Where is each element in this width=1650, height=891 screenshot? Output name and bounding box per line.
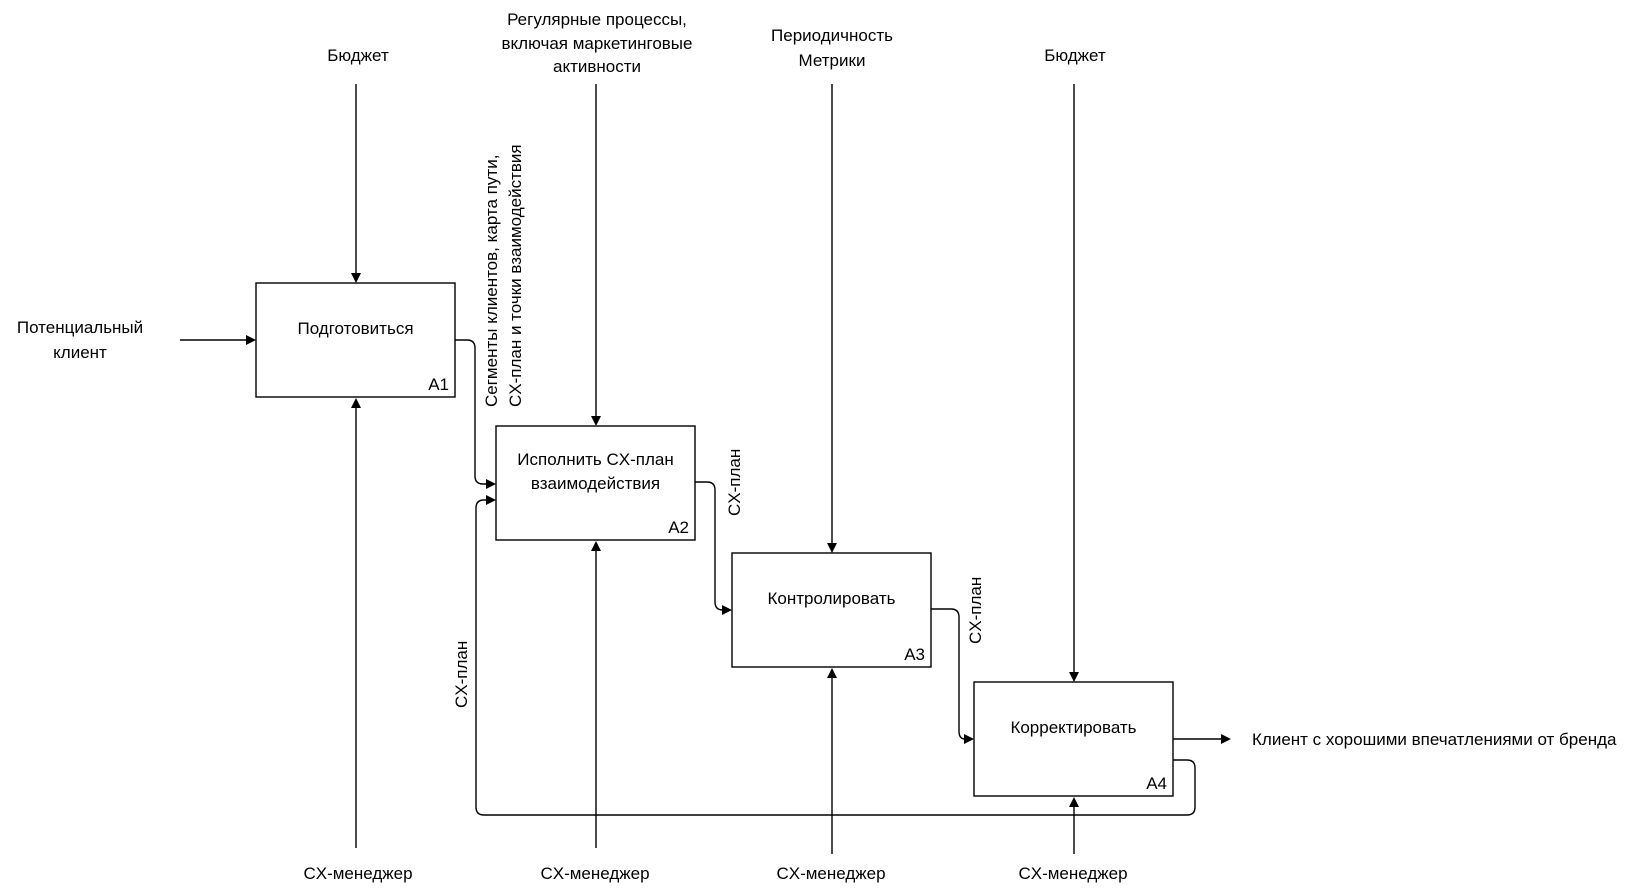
control-label-a1: Бюджет (327, 46, 389, 65)
block-a3-title: Контролировать (768, 589, 896, 608)
flow-label-a2-a3: CX-план (725, 449, 744, 516)
block-a1-number: A1 (428, 375, 449, 394)
output-arrow (1173, 734, 1231, 744)
block-a2-frame (495, 425, 696, 541)
output-label: Клиент с хорошими впечатлениями от бренд… (1252, 730, 1617, 749)
input-label-line-2: клиент (53, 343, 107, 362)
control-arrow-a4 (1069, 84, 1079, 682)
control-label-a3-line-1: Периодичность (771, 26, 893, 45)
block-a1-title: Подготовиться (297, 319, 413, 338)
input-arrow (180, 335, 256, 345)
block-a4-frame (973, 681, 1174, 797)
control-label-a2-line-1: Регулярные процессы, (507, 10, 687, 29)
control-label-a3-line-2: Метрики (799, 51, 866, 70)
mechanism-arrow-a4 (1069, 797, 1079, 854)
block-a4-title: Корректировать (1010, 718, 1136, 737)
control-arrow-a3 (827, 84, 837, 553)
feedback-arrow-a4-to-a2 (475, 495, 1196, 816)
flow-label-feedback: CX-план (452, 641, 471, 708)
block-a4[interactable]: Корректировать A4 (973, 681, 1174, 797)
control-arrow-a1 (351, 84, 361, 283)
mechanism-arrow-a1 (351, 398, 361, 848)
block-a2-number: A2 (668, 518, 689, 537)
mechanism-arrow-a3 (827, 668, 837, 854)
control-label-a4: Бюджет (1044, 46, 1106, 65)
control-label-a2-line-3: активности (553, 57, 641, 76)
flow-arrow-a2-to-a3 (695, 481, 732, 615)
block-a2-title-line-2: взаимодействия (531, 474, 660, 493)
block-a3-number: A3 (904, 645, 925, 664)
block-a2-title-line-1: Исполнить CX-план (517, 450, 673, 469)
mechanism-label-a4: CX-менеджер (1018, 864, 1127, 883)
flow-arrow-a1-to-a2 (455, 339, 496, 489)
flow-label-a1-a2-line-2: CX-план и точки взаимодействия (506, 144, 525, 407)
mechanism-arrow-a2 (591, 541, 601, 848)
mechanism-label-a2: CX-менеджер (540, 864, 649, 883)
mechanism-label-a3: CX-менеджер (776, 864, 885, 883)
block-a4-number: A4 (1146, 774, 1167, 793)
block-a3-frame (731, 552, 932, 668)
control-label-a2-line-2: включая маркетинговые (502, 34, 693, 53)
control-arrow-a2 (591, 84, 601, 426)
input-label-line-1: Потенциальный (17, 318, 143, 337)
block-a1[interactable]: Подготовиться A1 (255, 282, 456, 398)
mechanism-label-a1: CX-менеджер (303, 864, 412, 883)
block-a1-frame (255, 282, 456, 398)
block-a3[interactable]: Контролировать A3 (731, 552, 932, 668)
flow-label-a3-a4: CX-план (966, 577, 985, 644)
block-a2[interactable]: Исполнить CX-план взаимодействия A2 (495, 425, 696, 541)
flow-label-a1-a2-line-1: Сегменты клиентов, карта пути, (482, 155, 501, 407)
flow-arrow-a3-to-a4 (931, 608, 974, 744)
